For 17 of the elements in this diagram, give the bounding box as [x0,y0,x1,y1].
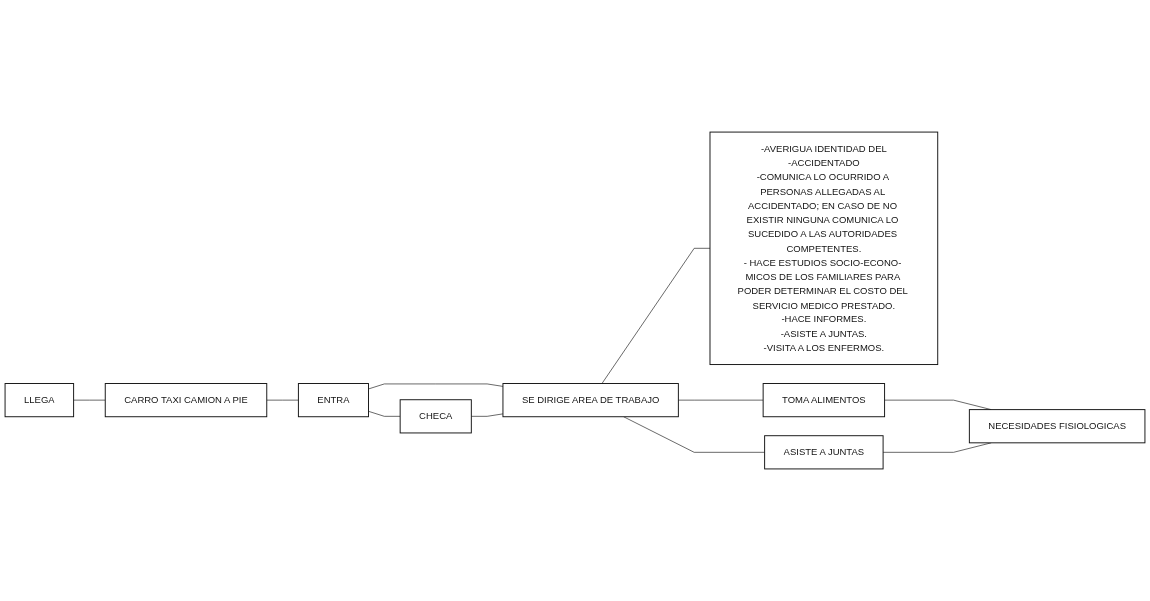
node-box: TOMA ALIMENTOS [762,383,886,418]
node-box: CHECA [399,399,472,434]
connector [623,416,765,453]
node-box: -AVERIGUA IDENTIDAD DEL -ACCIDENTADO -COMUNICA LO OCURRIDO A PERSONAS ALLEGADAS AL ACCIDENTADO; EN CASO DE NO EXISTIR NINGUNA COMUNICA LO SUCEDIDO A LAS AUTORIDADES COMPETENTES. - HACE ESTUDIOS SOCIO-ECONO- MICOS DE LOS FAMILIARES PARA PODER DETERMINAR EL COSTO DEL SERVICIO MEDICO PRESTADO. -HACE INFORMES. -ASISTE A JUNTAS. -VISITA A LOS ENFERMOS. [709,131,939,366]
connector [368,411,401,417]
node-box: NECESIDADES FISIOLOGICAS [968,409,1146,444]
node-box: SE DIRIGE AREA DE TRABAJO [502,383,679,418]
node-box: ASISTE A JUNTAS [764,435,884,470]
connector [73,399,106,401]
connector [266,399,299,401]
connector [678,399,764,401]
node-box: CARRO TAXI CAMION A PIE [104,383,268,418]
connector [368,383,504,390]
connector [601,248,711,384]
node-box: LLEGA [4,383,75,418]
node-box: ENTRA [297,383,369,418]
connector [471,413,504,417]
